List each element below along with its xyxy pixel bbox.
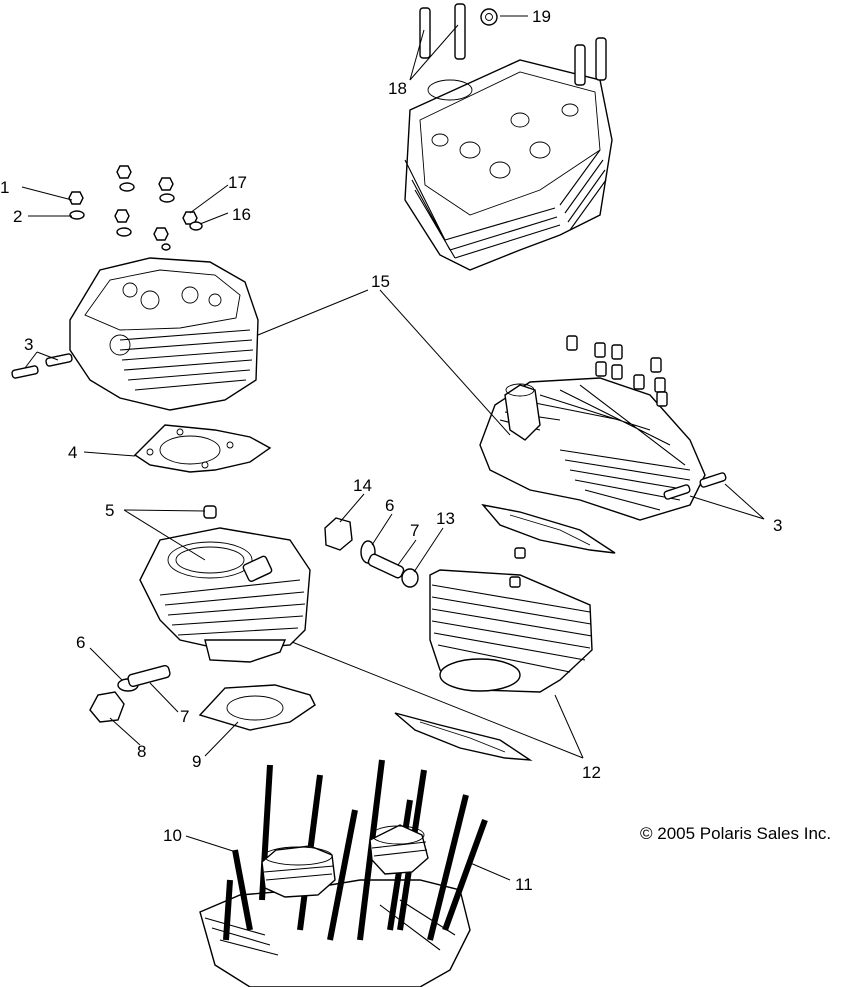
head-gasket-4 (133, 424, 272, 473)
cap-13 (401, 568, 419, 588)
callout-14: 14 (353, 476, 372, 495)
callout-6: 6 (385, 496, 394, 515)
piston-right (369, 824, 429, 875)
callout-3-left: 3 (24, 335, 33, 354)
head-nuts-washers (68, 165, 203, 251)
leader-lines (21, 15, 765, 881)
callout-3-right: 3 (773, 516, 782, 535)
callout-9: 9 (192, 752, 201, 771)
rear-cylinder-head-top (404, 3, 613, 271)
pipe-7-lower (127, 664, 171, 688)
callout-11: 11 (515, 875, 533, 894)
callout-1: 1 (0, 178, 9, 197)
copyright-notice: © 2005 Polaris Sales Inc. (640, 824, 832, 843)
crankcase-studs-pistons (199, 759, 488, 987)
callout-4: 4 (68, 443, 77, 462)
rear-cylinder (429, 547, 593, 693)
callout-15: 15 (371, 272, 390, 291)
callout-12: 12 (582, 763, 601, 782)
callout-7: 7 (410, 521, 419, 540)
plug-8 (89, 691, 125, 723)
callout-5: 5 (105, 501, 114, 520)
dowel-5 (203, 505, 217, 519)
fitting-14-plug (324, 517, 353, 551)
callout-7-lower: 7 (180, 707, 189, 726)
front-cylinder (139, 527, 311, 663)
base-gasket-9 (198, 684, 316, 731)
callout-labels: 1 2 17 16 18 19 3 15 4 5 14 6 7 13 3 6 7… (0, 7, 782, 894)
callout-8: 8 (137, 742, 146, 761)
rear-cylinder-head (479, 335, 727, 521)
callout-18: 18 (388, 79, 407, 98)
head-gasket-right (481, 503, 616, 554)
callout-19: 19 (532, 7, 551, 26)
piston-left (261, 845, 336, 898)
callout-17: 17 (228, 173, 247, 192)
callout-16: 16 (232, 205, 251, 224)
pipe-7 (367, 553, 405, 579)
callout-13: 13 (436, 509, 455, 528)
callout-2: 2 (13, 207, 22, 226)
callout-6-lower: 6 (76, 633, 85, 652)
base-gasket-right (394, 712, 533, 761)
callout-10: 10 (163, 826, 182, 845)
front-cylinder-head (11, 257, 259, 411)
